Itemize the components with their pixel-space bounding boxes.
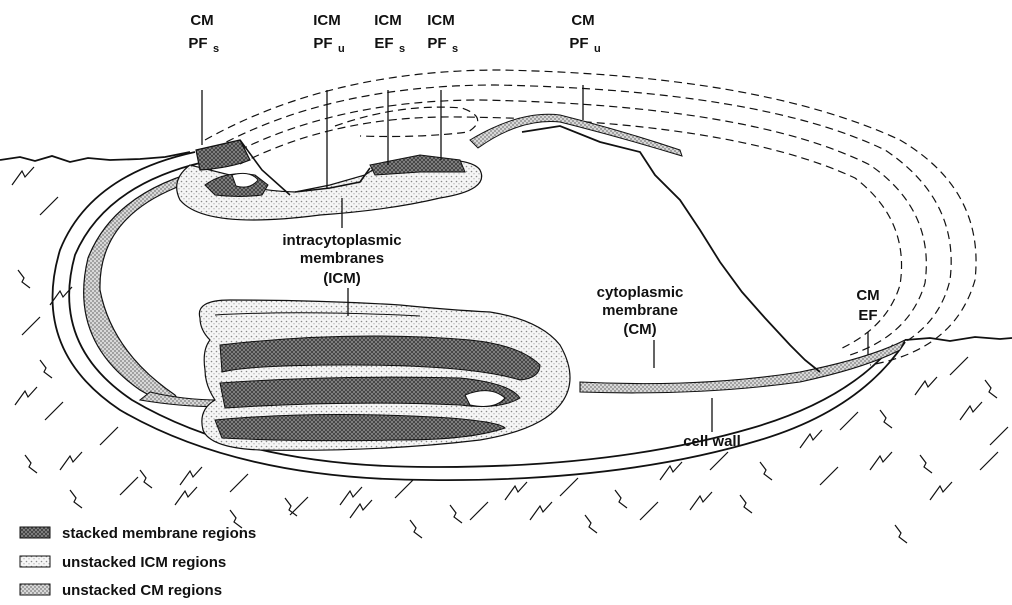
ground-stroke [615,490,627,508]
svg-text:u: u [594,43,601,55]
svg-text:unstacked ICM regions: unstacked ICM regions [62,554,226,571]
label-cm-pfu: CM PF u [569,12,600,55]
svg-text:membrane: membrane [602,302,678,319]
ground-stroke [880,410,892,428]
label-cytoplasmic-membrane: cytoplasmic membrane (CM) [597,284,684,338]
ground-stroke [950,357,968,375]
ground-stroke [990,427,1008,445]
ground-stroke [915,377,937,395]
ground-stroke [800,430,822,448]
ground-stroke [450,505,462,523]
ground-stroke [530,502,552,520]
svg-text:unstacked CM regions: unstacked CM regions [62,582,222,599]
ground-stroke [960,402,982,420]
ground-stroke [560,478,578,496]
label-cm-pfs: CM PF s [188,12,219,55]
cm-pfu-band [470,114,682,156]
svg-text:(ICM): (ICM) [323,270,361,287]
svg-text:s: s [213,43,219,55]
ground-stroke [470,502,488,520]
svg-text:intracytoplasmic: intracytoplasmic [282,232,401,249]
ground-stroke [820,467,838,485]
label-cm-ef: CM EF [856,287,879,324]
ground-stroke [870,452,892,470]
svg-text:ICM: ICM [427,12,455,29]
svg-text:PF: PF [569,35,588,52]
ground-stroke [690,492,712,510]
label-icm-pfs: ICM PF s [427,12,458,55]
svg-text:s: s [399,43,405,55]
svg-text:CM: CM [571,12,594,29]
ground-stroke [410,520,422,538]
fracture-edge [522,126,820,372]
svg-text:PF: PF [313,35,332,52]
ground-stroke [395,480,413,498]
ground-stroke [840,412,858,430]
svg-text:EF: EF [858,307,877,324]
svg-text:stacked membrane regions: stacked membrane regions [62,525,256,542]
ground-stroke [290,497,308,515]
svg-text:(CM): (CM) [623,321,656,338]
ground-stroke [760,462,772,480]
ground-stroke [585,515,597,533]
label-intracytoplasmic-membranes: intracytoplasmic membranes (ICM) [282,232,401,287]
label-icm-pfu: ICM PF u [313,12,344,55]
ground-stroke [350,500,372,518]
svg-text:CM: CM [190,12,213,29]
label-cell-wall: cell wall [683,433,741,450]
ground-stroke [895,525,907,543]
svg-text:ICM: ICM [374,12,402,29]
svg-text:u: u [338,43,345,55]
cm-right-band [580,340,905,393]
svg-text:cytoplasmic: cytoplasmic [597,284,684,301]
svg-text:EF: EF [374,35,393,52]
ground-stroke [640,502,658,520]
svg-text:PF: PF [427,35,446,52]
ground-stroke [985,380,997,398]
svg-text:membranes: membranes [300,250,384,267]
label-icm-efs: ICM EF s [374,12,405,55]
svg-text:PF: PF [188,35,207,52]
ground-stroke [710,452,728,470]
svg-text:CM: CM [856,287,879,304]
ground-stroke [505,482,527,500]
lower-icm-stack [199,300,570,450]
svg-text:s: s [452,43,458,55]
ground-stroke [930,482,952,500]
ground-stroke [920,455,932,473]
ground-stroke [980,452,998,470]
fracture-line-right [905,337,1012,341]
ground-stroke [230,474,248,492]
svg-text:ICM: ICM [313,12,341,29]
upper-icm-loop [177,140,482,220]
ground-stroke [340,487,362,505]
ground-stroke [660,462,682,480]
ground-stroke [740,495,752,513]
